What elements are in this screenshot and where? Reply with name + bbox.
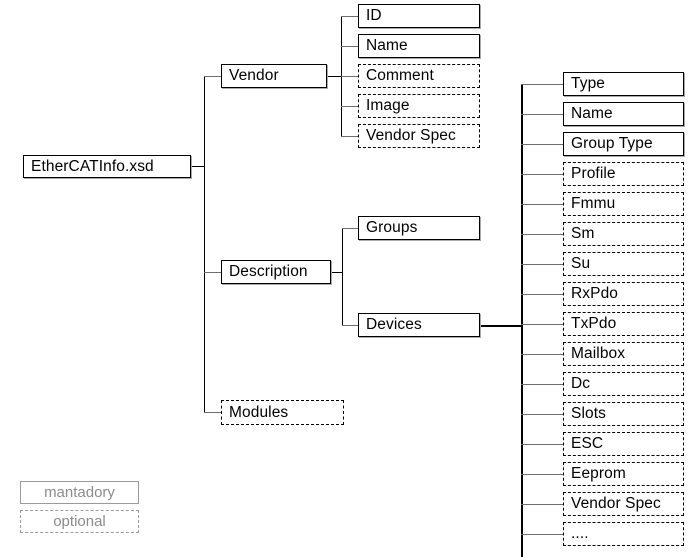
connector-devices-child-15 (521, 534, 563, 535)
node-device-sm[interactable]: Sm (563, 222, 684, 246)
node-ethercatinfo-xsd[interactable]: EtherCATInfo.xsd (23, 155, 191, 178)
node-device-txpdo[interactable]: TxPdo (563, 312, 684, 336)
connector-devices-child-14 (521, 504, 563, 505)
connector-devices-child-8 (521, 324, 563, 325)
connector-devices-child-3 (521, 174, 563, 175)
connector-to-modules (204, 412, 222, 413)
connector-devices-child-0 (521, 84, 563, 85)
node-modules[interactable]: Modules (221, 400, 344, 425)
legend-optional: optional (20, 510, 139, 533)
connector-devices-child-9 (521, 354, 563, 355)
legend-mandatory: mantadory (20, 481, 139, 504)
connector-to-vendor (204, 76, 222, 77)
node-vendor-vendor-spec[interactable]: Vendor Spec (358, 124, 480, 148)
node-description[interactable]: Description (221, 260, 331, 284)
connector-devices-child-11 (521, 414, 563, 415)
connector-to-description (204, 272, 222, 273)
connector-description-child-0 (342, 228, 359, 229)
node-vendor-comment[interactable]: Comment (358, 64, 480, 88)
node-vendor-id[interactable]: ID (358, 4, 480, 28)
node-devices[interactable]: Devices (358, 313, 480, 337)
connector-vendor-child-0 (341, 16, 359, 17)
connector-devices-child-6 (521, 264, 563, 265)
connector-devices-trunk (521, 84, 523, 557)
connector-devices-child-12 (521, 444, 563, 445)
connector-devices-child-7 (521, 294, 563, 295)
node-device-name[interactable]: Name (563, 102, 684, 126)
connector-devices-child-2 (521, 144, 563, 145)
connector-description-trunk (342, 228, 343, 326)
node-device-vendor-spec[interactable]: Vendor Spec (563, 492, 684, 516)
node-device-slots[interactable]: Slots (563, 402, 684, 426)
node-vendor-image[interactable]: Image (358, 94, 480, 118)
node-device-profile[interactable]: Profile (563, 162, 684, 186)
node-groups[interactable]: Groups (358, 216, 480, 240)
connector-devices-child-1 (521, 114, 563, 115)
node-device-mailbox[interactable]: Mailbox (563, 342, 684, 366)
connector-vendor-child-4 (341, 136, 359, 137)
node-device-type[interactable]: Type (563, 72, 684, 96)
node-device-fmmu[interactable]: Fmmu (563, 192, 684, 216)
node-device-su[interactable]: Su (563, 252, 684, 276)
connector-vendor-child-3 (341, 106, 359, 107)
node-device-esc[interactable]: ESC (563, 432, 684, 456)
connector-devices-child-13 (521, 474, 563, 475)
connector-description-stub (330, 272, 343, 273)
connector-level1-trunk (204, 76, 205, 413)
node-device-dc[interactable]: Dc (563, 372, 684, 396)
node-device-eeprom[interactable]: Eeprom (563, 462, 684, 486)
connector-description-child-1 (342, 325, 359, 326)
connector-vendor-stub (327, 76, 342, 77)
node-vendor-name[interactable]: Name (358, 34, 480, 58)
connector-vendor-child-1 (341, 46, 359, 47)
connector-devices-child-10 (521, 384, 563, 385)
connector-root-stub (191, 166, 205, 167)
connector-devices-child-5 (521, 234, 563, 235)
connector-devices-child-4 (521, 204, 563, 205)
node-vendor[interactable]: Vendor (221, 64, 327, 88)
connector-devices-stub (479, 325, 523, 327)
node-device-group-type[interactable]: Group Type (563, 132, 684, 156)
node-device-rxpdo[interactable]: RxPdo (563, 282, 684, 306)
node-device-more[interactable]: .... (563, 522, 684, 546)
connector-vendor-child-2 (341, 76, 359, 77)
